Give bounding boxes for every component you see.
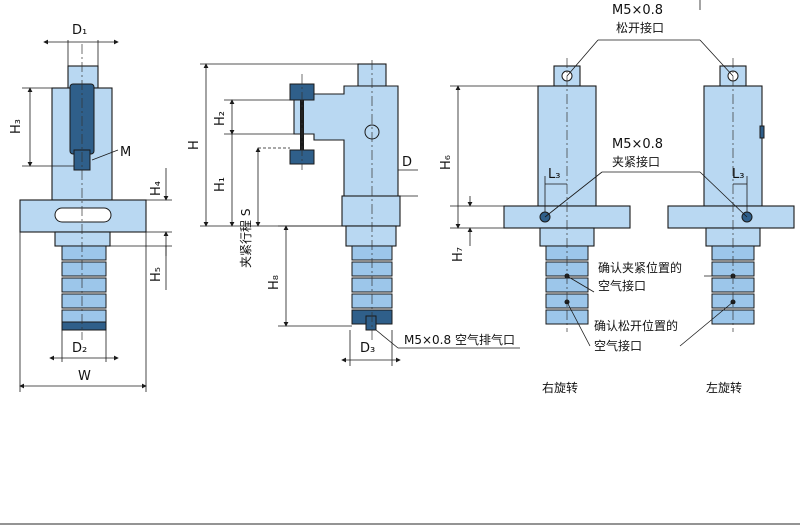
stroke-s-label: 夹紧行程 S <box>238 209 253 268</box>
front-flange-slot <box>54 207 112 223</box>
confirm-unclamp-line2: 空气接口 <box>594 338 642 353</box>
h6-label: H₆ <box>439 155 454 170</box>
confirm-clamp-line1: 确认夹紧位置的 <box>598 260 682 275</box>
h8-label: H₈ <box>267 275 282 290</box>
l3-right-label: L₃ <box>732 167 744 182</box>
d1-label: D₁ <box>72 23 87 38</box>
side-neck <box>345 225 397 247</box>
h2-label: H₂ <box>213 111 228 126</box>
w-label: W <box>78 369 91 384</box>
h3-label: H₃ <box>9 119 24 134</box>
h7-label: H₇ <box>451 247 466 262</box>
confirm-unclamp-line1: 确认松开位置的 <box>594 318 678 333</box>
exhaust-port-label: M5×0.8 空气排气口 <box>404 332 515 347</box>
right-rotation-view: 右旋转 L₃ <box>503 58 631 395</box>
l3-left-label: L₃ <box>548 167 560 182</box>
port-callouts: M5×0.8 松开接口 M5×0.8 夹紧接口 确认夹紧位置的 空气接口 确认松… <box>544 0 748 353</box>
left-rotation-caption: 左旋转 <box>706 380 742 395</box>
d-label: D <box>402 155 412 170</box>
front-lower-bands <box>61 245 107 331</box>
h-label: H <box>187 140 202 150</box>
h5-label: H₅ <box>149 267 164 282</box>
h4-label: H₄ <box>149 181 164 196</box>
unclamp-port-size: M5×0.8 <box>612 3 663 18</box>
side-exhaust-fitting <box>365 315 377 331</box>
confirm-clamp-line2: 空气接口 <box>598 278 646 293</box>
lr-side-fitting <box>759 125 765 139</box>
lr-flange <box>667 205 795 229</box>
unclamp-port-name: 松开接口 <box>616 20 664 35</box>
d3-label: D₃ <box>360 341 375 356</box>
right-rotation-caption: 右旋转 <box>542 380 578 395</box>
side-flange <box>341 195 401 227</box>
h6-h7-dimensions: H₆ H₇ <box>439 85 538 262</box>
d2-label: D₂ <box>72 341 87 356</box>
side-view: H H₂ H₁ 夹紧行程 S D H₈ D₃ M5×0.8 空气排气口 <box>187 60 520 366</box>
m-label: M <box>120 145 131 160</box>
clamp-port-name: 夹紧接口 <box>612 154 660 169</box>
clamp-port-size: M5×0.8 <box>612 137 663 152</box>
side-arm-body <box>293 85 399 197</box>
left-rotation-view: 左旋转 L₃ <box>667 58 795 395</box>
front-view: D₁ H₃ M H₄ H₅ D₂ W <box>9 23 172 392</box>
front-neck <box>54 231 111 247</box>
h1-label: H₁ <box>213 177 228 192</box>
